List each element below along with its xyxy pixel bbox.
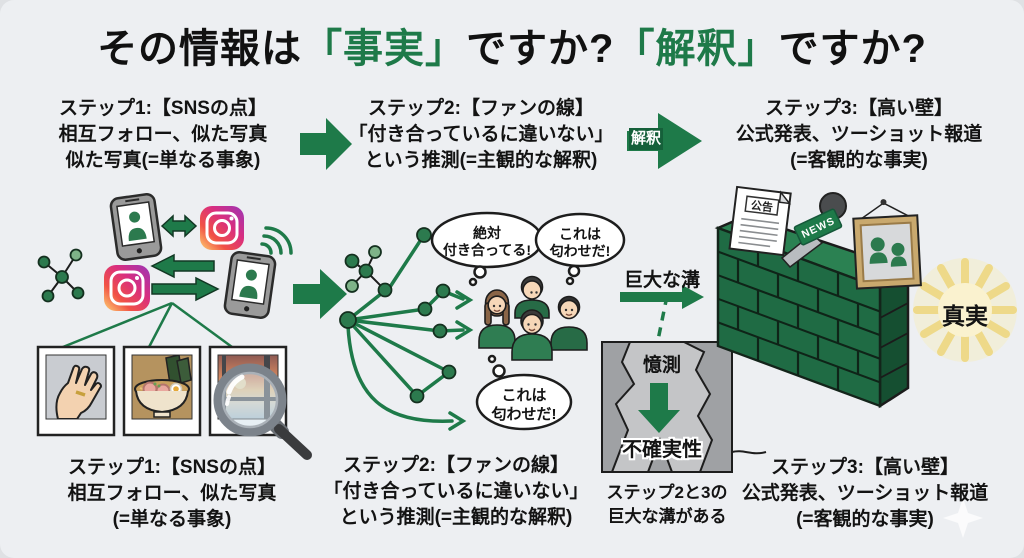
title-part1: その情報は — [97, 27, 303, 71]
page-title: その情報は「事実」ですか?「解釈」ですか? — [0, 16, 1024, 74]
caption-line: ステップ1:【SNSの点】 — [68, 457, 276, 478]
scene1-to-scene2-arrow-icon — [293, 269, 347, 319]
post-fan-lines — [57, 301, 233, 351]
gap-dashed-line — [656, 295, 669, 341]
caption-line: 相互フォロー、似た写真 — [58, 124, 268, 145]
photo-ramen — [122, 345, 202, 437]
photo-hand — [36, 345, 116, 437]
fan-network — [339, 227, 474, 431]
caption-line: (=単なる事象) — [112, 509, 232, 530]
caption-line: という推測(=主観的な解釈) — [339, 507, 573, 528]
thought-bubble — [430, 211, 626, 431]
caption-line: 似た写真(=単なる事象) — [65, 150, 261, 171]
truth-label: 真実 — [942, 303, 988, 329]
caption-line: ステップ2:【ファンの線】 — [343, 455, 569, 476]
caption-line: ステップ1:【SNSの点】 — [59, 98, 267, 119]
fans-group — [478, 275, 588, 361]
truth-sunburst — [913, 258, 1017, 362]
title-interp: 「解釈」 — [614, 27, 779, 71]
bottom-caption-step1: ステップ1:【SNSの点】 相互フォロー、似た写真 (=単なる事象) — [22, 455, 322, 533]
bubble-line: 匂わせだ! — [491, 406, 557, 423]
interpretation-arrow-label: 解釈 — [629, 128, 663, 150]
title-fact: 「事実」 — [302, 27, 467, 71]
bubble2-text: これは 匂わせだ! — [537, 226, 623, 260]
bottom-caption-step2: ステップ2:【ファンの線】 「付き合っているに違いない」 という推測(=主観的な… — [322, 453, 590, 531]
caption-line: 公式発表、ツーショット報道 — [741, 483, 989, 504]
caption-line: 「付き合っているに違いない」 — [348, 124, 614, 145]
caption-line: 公式発表、ツーショット報道 — [735, 124, 983, 145]
top-caption-step2: ステップ2:【ファンの線】 「付き合っているに違いない」 という推測(=主観的な… — [336, 96, 626, 174]
step1-to-step2-arrow-icon — [300, 118, 352, 170]
mutual-follow-arrow-icon — [160, 214, 198, 238]
bubble-line: 匂わせだ! — [549, 243, 611, 259]
caption-line: ステップ3:【高い壁】 — [771, 457, 959, 478]
caption-line: ステップ2:【ファンの線】 — [368, 98, 594, 119]
bubble-line: 付き合ってる! — [443, 242, 531, 258]
bubble3-text: これは 匂わせだ! — [477, 386, 571, 424]
magnifier-icon — [213, 363, 312, 460]
caption-line: ステップ3:【高い壁】 — [765, 98, 953, 119]
caption-line: ステップ2と3の — [606, 483, 728, 502]
instagram-icon — [104, 265, 150, 311]
bubble-line: これは — [501, 387, 547, 404]
bubble1-text: 絶対 付き合ってる! — [433, 225, 541, 259]
notice-title-text: 公告 — [750, 198, 774, 215]
mini-network-icon — [37, 248, 85, 303]
top-caption-step3: ステップ3:【高い壁】 公式発表、ツーショット報道 (=客観的な事実) — [700, 96, 1018, 174]
bubble-line: これは — [559, 226, 601, 242]
step2-to-step3-arrow-icon — [627, 113, 702, 169]
follow-right-arrow-icon — [151, 276, 220, 302]
instagram-icon — [200, 206, 244, 250]
top-caption-step1: ステップ1:【SNSの点】 相互フォロー、似た写真 似た写真(=単なる事象) — [18, 96, 308, 174]
bottom-caption-step3: ステップ3:【高い壁】 公式発表、ツーショット報道 (=客観的な事実) — [712, 455, 1018, 533]
title-q1: ですか? — [466, 27, 615, 71]
caption-line: 相互フォロー、似た写真 — [67, 483, 277, 504]
caption-line: (=客観的な事実) — [796, 509, 934, 530]
official-notice-document: 公告 — [728, 185, 792, 257]
speculation-label: 憶測 — [642, 355, 681, 376]
smartphone-icon — [223, 251, 277, 319]
couple-photo-frame — [852, 199, 922, 290]
sparkle-icon — [943, 498, 983, 538]
caption-line: 「付き合っているに違いない」 — [323, 481, 589, 502]
bubble-line: 絶対 — [473, 225, 501, 241]
gap-arrow-icon — [620, 285, 704, 309]
caption-line: という推測(=主観的な解釈) — [364, 150, 598, 171]
uncertainty-label: 不確実性 — [622, 439, 702, 461]
wifi-waves-icon — [260, 226, 293, 255]
smartphone-icon — [109, 193, 163, 261]
caption-line: (=客観的な事実) — [790, 150, 928, 171]
news-microphone-icon: NEWS — [780, 192, 847, 269]
follow-left-arrow-icon — [150, 253, 215, 279]
gap-label: 巨大な溝 — [623, 270, 700, 291]
caption-line: 巨大な溝がある — [607, 507, 727, 526]
title-q2: ですか? — [778, 27, 927, 71]
speculation-down-arrow-icon — [638, 383, 680, 433]
bottom-caption-gap-note: ステップ2と3の 巨大な溝がある — [604, 481, 730, 529]
